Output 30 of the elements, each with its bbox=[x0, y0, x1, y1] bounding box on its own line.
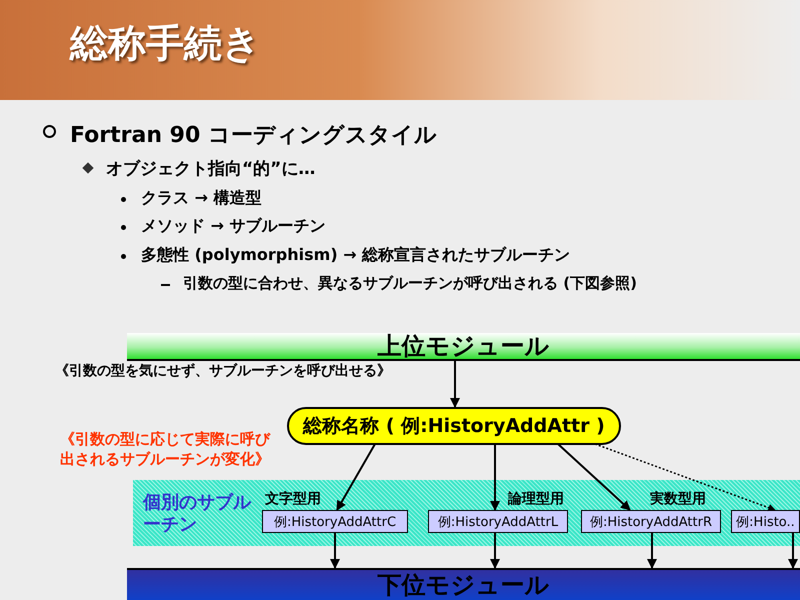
subroutine-box: 例:HistoryAddAttrC bbox=[262, 510, 408, 533]
note-text: 《引数の型に応じて実際に呼び出されるサブルーチンが変化》 bbox=[60, 429, 272, 469]
arrow bbox=[788, 533, 798, 569]
arrow bbox=[647, 533, 657, 569]
note-text: 《引数の型を気にせず、サブルーチンを呼び出せる》 bbox=[55, 362, 391, 380]
arrow bbox=[490, 533, 500, 569]
arrow bbox=[594, 443, 776, 512]
subroutine-box: 例:HistoryAddAttrL bbox=[428, 510, 568, 533]
arrow bbox=[490, 444, 500, 511]
group-title: 個別のサブルーチン bbox=[143, 492, 252, 536]
generic-name-pill: 総称名称 ( 例:HistoryAddAttr ) bbox=[287, 407, 621, 445]
subroutine-box: 例:Histo.. bbox=[731, 510, 800, 533]
arrow bbox=[450, 361, 460, 408]
module-band: 下位モジュール bbox=[127, 568, 800, 600]
module-band: 上位モジュール bbox=[127, 333, 800, 361]
arrow bbox=[330, 533, 340, 569]
type-caption: 論理型用 bbox=[508, 490, 564, 508]
bullet-text: オブジェクト指向“的”に… bbox=[106, 158, 316, 180]
slide-title: 総称手続き bbox=[70, 20, 261, 67]
bullet-text: メソッド → サブルーチン bbox=[141, 216, 326, 237]
subroutine-band bbox=[133, 480, 800, 546]
subroutine-box: 例:HistoryAddAttrR bbox=[581, 510, 721, 533]
bullet-text: Fortran 90 コーディングスタイル bbox=[70, 122, 437, 150]
arrow bbox=[336, 444, 376, 511]
type-caption: 実数型用 bbox=[650, 490, 706, 508]
bullet-text: 多態性 (polymorphism) → 総称宣言されたサブルーチン bbox=[141, 245, 570, 266]
bullet-text: クラス → 構造型 bbox=[141, 188, 262, 209]
type-caption: 文字型用 bbox=[265, 490, 321, 508]
arrow bbox=[557, 443, 631, 511]
bullet-text: 引数の型に合わせ、異なるサブルーチンが呼び出される (下図参照) bbox=[183, 274, 637, 293]
